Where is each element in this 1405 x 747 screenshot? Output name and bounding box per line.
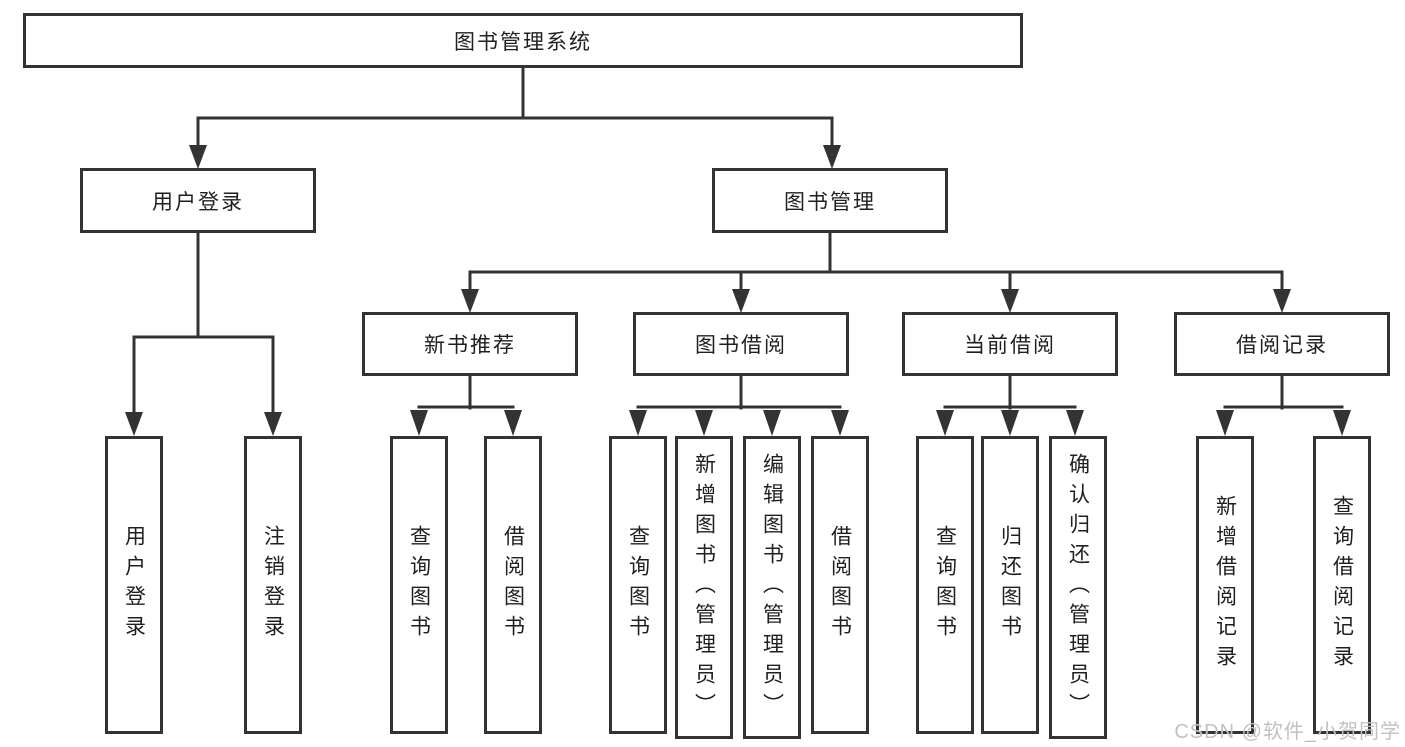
node-logout: 注销登录: [244, 436, 302, 734]
arrowhead: [461, 289, 479, 313]
node-return-book: 归还图书: [981, 436, 1039, 734]
node-label: 借阅记录: [1236, 334, 1328, 357]
arrowhead: [125, 412, 143, 436]
csdn-watermark: CSDN @软件_小贺同学: [1174, 721, 1401, 743]
node-label: 新书推荐: [424, 334, 516, 357]
arrowhead: [732, 289, 750, 313]
node-add-book-admin: 新增图书（管理员）: [675, 436, 733, 739]
arrowhead: [410, 410, 428, 436]
node-borrow-books: 借阅图书: [811, 436, 869, 734]
arrowhead: [936, 410, 954, 436]
arrowhead: [629, 410, 647, 436]
arrowhead: [1216, 410, 1234, 436]
node-book-management: 图书管理: [712, 168, 948, 233]
arrowhead: [1333, 410, 1351, 436]
node-query-borrow-record: 查询借阅记录: [1313, 436, 1371, 734]
arrowhead: [1001, 289, 1019, 313]
node-label: 图书管理: [784, 190, 876, 214]
node-label: 当前借阅: [964, 334, 1056, 357]
node-query-books: 查询图书: [916, 436, 974, 734]
node-label: 确认归还（管理员）: [1066, 452, 1090, 723]
arrowhead: [1273, 289, 1291, 313]
node-label: 查询图书: [933, 525, 957, 645]
node-query-books: 查询图书: [609, 436, 667, 734]
arrowhead: [823, 145, 841, 169]
node-label: 归还图书: [998, 525, 1022, 645]
node-query-books: 查询图书: [390, 436, 448, 734]
node-label: 查询图书: [626, 525, 650, 645]
node-confirm-return-admin: 确认归还（管理员）: [1049, 436, 1107, 739]
node-borrow-records: 借阅记录: [1174, 312, 1390, 376]
arrowhead: [763, 410, 781, 436]
node-label: 新增借阅记录: [1213, 495, 1237, 675]
arrowhead: [1066, 410, 1084, 436]
node-user-login: 用户登录: [105, 436, 163, 734]
arrowhead: [695, 410, 713, 436]
node-label: 用户登录: [122, 525, 146, 645]
node-label: 用户登录: [152, 190, 244, 214]
arrowhead: [264, 412, 282, 436]
node-add-borrow-record: 新增借阅记录: [1196, 436, 1254, 734]
node-label: 借阅图书: [828, 525, 852, 645]
node-label: 查询借阅记录: [1330, 495, 1354, 675]
node-book-borrow: 图书借阅: [633, 312, 849, 376]
arrowhead: [1001, 410, 1019, 436]
node-label: 新增图书（管理员）: [692, 452, 716, 723]
arrowhead: [504, 410, 522, 436]
arrowhead: [189, 145, 207, 169]
node-library-management-system: 图书管理系统: [23, 13, 1023, 68]
node-label: 注销登录: [261, 525, 285, 645]
arrowhead: [831, 410, 849, 436]
node-borrow-books: 借阅图书: [484, 436, 542, 734]
node-label: 查询图书: [407, 525, 431, 645]
node-edit-book-admin: 编辑图书（管理员）: [743, 436, 801, 739]
node-label: 图书借阅: [695, 334, 787, 357]
node-label: 借阅图书: [501, 525, 525, 645]
node-user-login-branch: 用户登录: [80, 168, 316, 233]
node-new-book-recommend: 新书推荐: [362, 312, 578, 376]
node-label: 图书管理系统: [454, 30, 592, 54]
node-label: 编辑图书（管理员）: [760, 452, 784, 723]
node-current-borrow: 当前借阅: [902, 312, 1118, 376]
